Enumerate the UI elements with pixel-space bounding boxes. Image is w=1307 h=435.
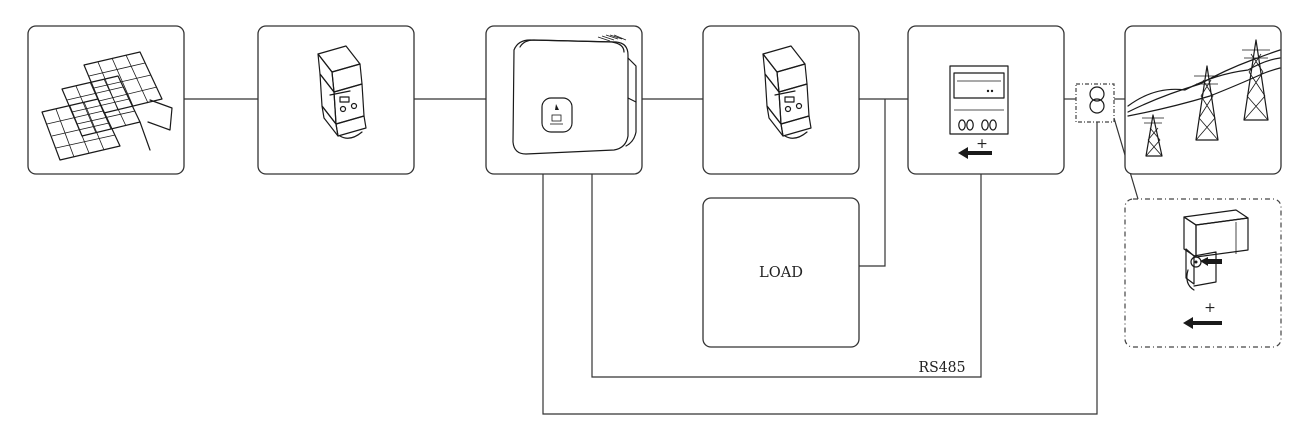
inverter-box	[485, 25, 643, 175]
rs485-label: RS485	[919, 358, 966, 376]
current-transformer-icon	[1075, 83, 1115, 123]
inverter-icon	[512, 34, 637, 155]
dc-breaker-box	[257, 25, 415, 175]
ac-breaker-box	[702, 25, 860, 175]
wire-rs485-bus	[591, 174, 982, 378]
wire-load-branch	[859, 99, 886, 267]
wires	[184, 98, 1139, 415]
ct-arrow-sign: +	[1204, 300, 1216, 316]
solar-panel-icon	[41, 51, 173, 161]
meter-direction-arrow: +	[958, 136, 992, 159]
energy-meter-icon	[949, 65, 1009, 135]
energy-meter-box	[907, 25, 1065, 175]
ct-clamp-detail-box	[1124, 198, 1282, 348]
power-grid-box	[1124, 25, 1282, 175]
ct-direction-arrow: +	[1183, 300, 1222, 329]
power-grid-tower-icon	[1127, 39, 1281, 157]
meter-arrow-sign: +	[976, 136, 988, 152]
dc-breaker-icon	[317, 45, 367, 139]
ac-breaker-icon	[762, 45, 812, 139]
load-box	[702, 197, 860, 348]
ct-clamp-icon	[1183, 209, 1249, 291]
wire-ct-signal	[542, 122, 1098, 415]
load-label: LOAD	[759, 263, 803, 281]
solar-panel-box	[27, 25, 185, 175]
